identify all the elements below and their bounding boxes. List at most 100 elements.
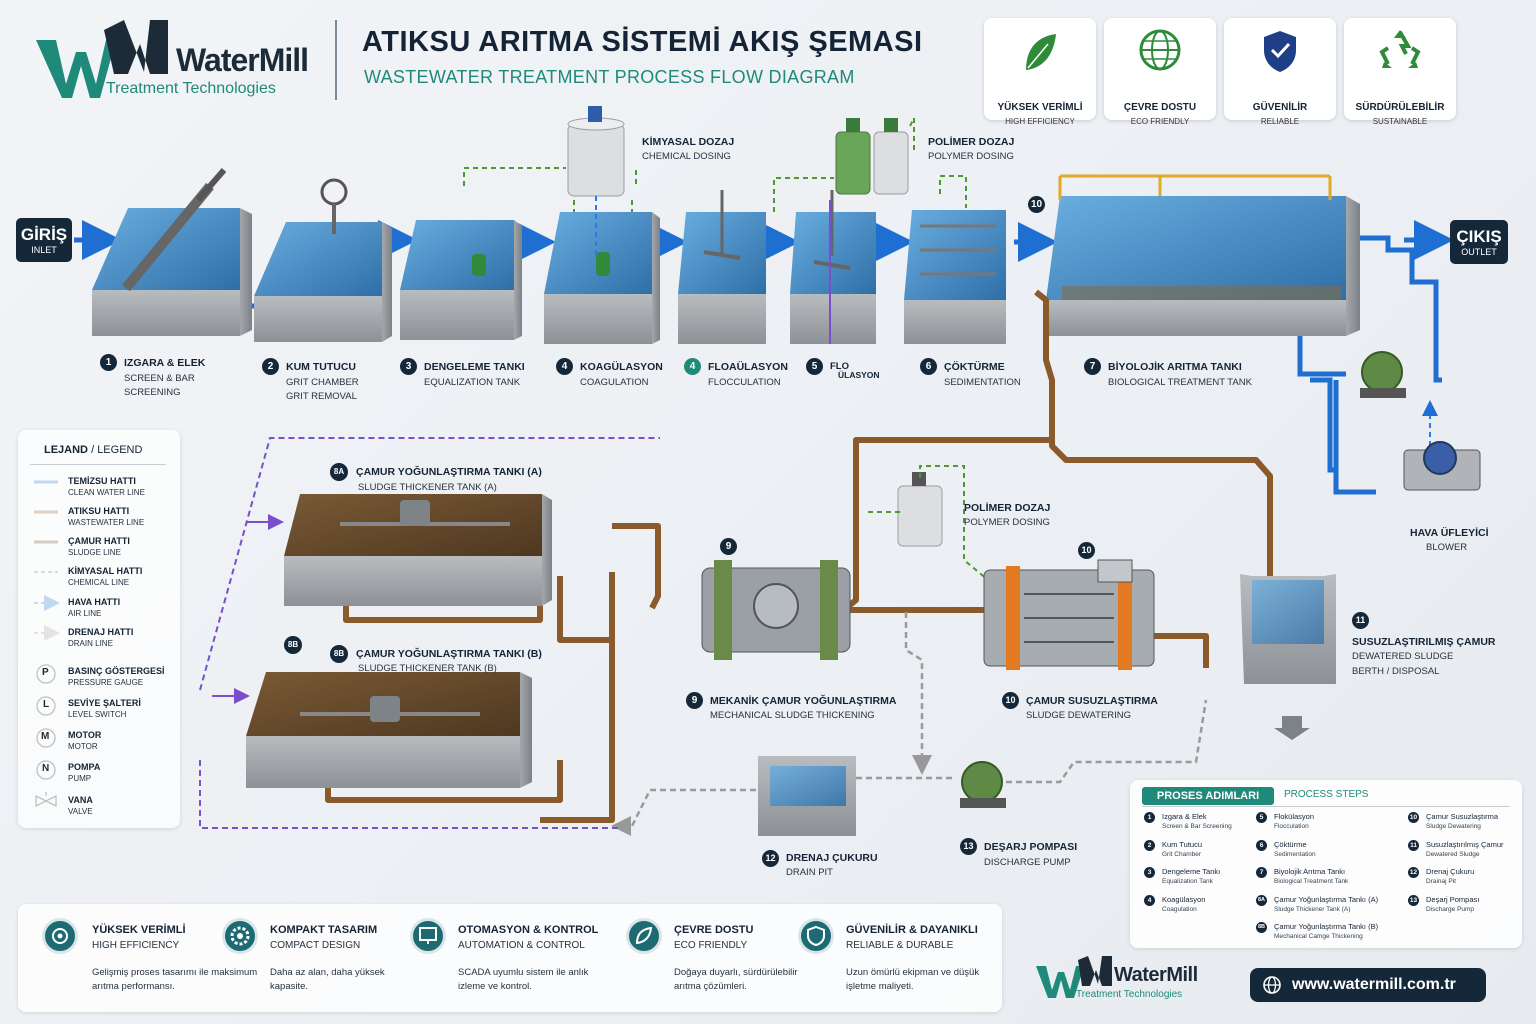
tank-flocculation-2: [790, 190, 876, 344]
legend-line-label: KİMYASAL HATTI: [68, 566, 143, 576]
tank-equalization: [400, 220, 522, 340]
step-1-sub: SCREEN & BAR: [124, 373, 195, 384]
feature-sub: HIGH EFFICIENCY: [92, 940, 180, 951]
step-8a-sub: SLUDGE THICKENER TANK (A): [358, 482, 497, 493]
step-7-number: 7: [1084, 358, 1101, 375]
ps-number: 8A: [1256, 895, 1267, 906]
legend-symbol-sub: PUMP: [68, 774, 92, 783]
ps-sub: Discharge Pump: [1426, 906, 1475, 913]
badge-reliable: GÜVENİLİR RELIABLE: [1224, 18, 1336, 126]
legend-symbol-sub: VALVE: [68, 807, 93, 816]
ps-number: 4: [1144, 895, 1155, 906]
ps-number: 2: [1144, 840, 1155, 851]
polymer-dosing-2-title: POLİMER DOZAJ: [964, 502, 1051, 514]
ps-sub: Coagulation: [1162, 906, 1197, 913]
chemical-lines: [463, 117, 1004, 593]
ps-title: Koagülasyon: [1162, 895, 1206, 904]
badge-title: SÜRDÜRÜLEBİLİR: [1355, 102, 1445, 113]
step-4-number: 4: [556, 358, 573, 375]
ps-number: 3: [1144, 867, 1155, 878]
mechanical-thickener: [701, 560, 851, 660]
legend-symbol-sub: PRESSURE GAUGE: [68, 678, 144, 687]
ps-title: Biyolojik Arıtma Tankı: [1274, 867, 1346, 876]
sludge-thickener-b: [246, 672, 532, 788]
step-5-sub: ÜLASYON: [838, 370, 880, 380]
feature-sub: ECO FRIENDLY: [674, 940, 748, 951]
footer-logo-text: WaterMill: [1114, 964, 1198, 986]
ps-title: Çamur Yoğunlaştırma Tankı (A): [1274, 895, 1379, 904]
website-link[interactable]: www.watermill.com.tr: [1292, 976, 1456, 993]
pump-icon: N: [42, 763, 50, 774]
step-7-sub: BIOLOGICAL TREATMENT TANK: [1108, 377, 1252, 388]
step-12-number: 12: [762, 850, 779, 867]
inlet-tag: GİRİŞ INLET: [16, 218, 72, 262]
level-switch-icon: L: [43, 699, 50, 710]
sludge-thickener-a: [284, 494, 552, 606]
badge-sub: SUSTAINABLE: [1372, 117, 1428, 126]
feature-desc: Uzun ömürlü ekipman ve düşük işletme mal…: [846, 967, 980, 992]
feature-desc: Gelişmiş proses tasarımı ile maksimum ar…: [92, 967, 258, 992]
legend-line-label: ATIKSU HATTI: [68, 506, 130, 516]
step-4-title: KOAGÜLASYON: [580, 361, 663, 373]
step-3-number: 3: [400, 358, 417, 375]
motor-icon: M: [41, 731, 50, 742]
ps-number: 13: [1408, 895, 1419, 906]
process-steps-title-en: PROCESS STEPS: [1284, 789, 1369, 800]
step-6-title: ÇÖKTÜRME: [944, 361, 1005, 373]
legend-symbol-label: SEVİYE ŞALTERİ: [68, 698, 141, 708]
features-panel: YÜKSEK VERİMLİ HIGH EFFICIENCY Gelişmiş …: [18, 904, 1002, 1012]
ps-title: Dengeleme Tankı: [1162, 867, 1221, 876]
ps-title: Çamur Yoğunlaştırma Tankı (B): [1274, 922, 1379, 931]
step-10-title: ÇAMUR SUSUZLAŞTIRMA: [1026, 695, 1158, 707]
step-10-number: 10: [1002, 692, 1019, 709]
step-9-title: MEKANİK ÇAMUR YOĞUNLAŞTIRMA: [710, 695, 897, 707]
outlet-sub: OUTLET: [1461, 247, 1497, 257]
ps-number: 11: [1408, 840, 1419, 851]
legend-line-sub: CLEAN WATER LINE: [68, 488, 145, 497]
legend-line-sub: CHEMICAL LINE: [68, 578, 130, 587]
drain-pit: [758, 756, 856, 836]
gear-icon: [42, 918, 78, 954]
valve-icon: [36, 794, 56, 806]
tank-screen: [92, 168, 252, 336]
footer-logo-mark: [1036, 956, 1112, 998]
outlet-tag: ÇIKIŞ OUTLET: [1450, 220, 1508, 264]
ps-sub: Sedimentation: [1274, 851, 1316, 858]
ps-sub: Dewatered Sludge: [1426, 851, 1480, 858]
ps-title: Flokülasyon: [1274, 812, 1315, 821]
ps-title: Çamur Susuzlaştırma: [1426, 812, 1499, 821]
page-subtitle: WASTEWATER TREATMENT PROCESS FLOW DIAGRA…: [364, 67, 855, 87]
badge-eco-friendly: ÇEVRE DOSTU ECO FRIENDLY: [1104, 18, 1216, 126]
feature-desc: Daha az alan, daha yüksek kapasite.: [270, 967, 385, 992]
badge-title: ÇEVRE DOSTU: [1123, 102, 1197, 113]
step-8a-title: ÇAMUR YOĞUNLAŞTIRMA TANKI (A): [356, 466, 542, 478]
ps-number: 1: [1144, 812, 1155, 823]
polymer-dosing-2-sub: POLYMER DOSING: [964, 517, 1050, 528]
step-11-number: 11: [1352, 612, 1369, 629]
inlet-sub: INLET: [31, 245, 57, 255]
step-3-sub: EQUALIZATION TANK: [424, 377, 521, 388]
website-button[interactable]: www.watermill.com.tr: [1250, 968, 1486, 1002]
step-12-title: DRENAJ ÇUKURU: [786, 852, 878, 864]
step-3-title: DENGELEME TANKI: [424, 361, 525, 373]
chemical-dosing-tank: [567, 106, 625, 197]
step-1-number: 1: [100, 354, 117, 371]
return-line: [199, 437, 660, 829]
step-11-title: SUSUZLAŞTIRILMIŞ ÇAMUR: [1352, 636, 1496, 648]
polymer-dosing-title: POLİMER DOZAJ: [928, 136, 1015, 148]
watermill-logo-mark: [36, 20, 168, 98]
feature-desc: SCADA uyumlu sistem ile anlık izleme ve …: [458, 967, 589, 992]
polymer-dosing-sub: POLYMER DOSING: [928, 151, 1014, 162]
step-13-sub: DISCHARGE PUMP: [984, 857, 1071, 868]
step-2-number: 2: [262, 358, 279, 375]
step-4b-sub: FLOCCULATION: [708, 377, 781, 388]
feature-sub: COMPACT DESIGN: [270, 940, 361, 951]
shield-icon: [1264, 31, 1296, 72]
chemical-dosing-title: KİMYASAL DOZAJ: [642, 136, 735, 148]
step-9-number: 9: [686, 692, 703, 709]
leaf-icon: [626, 918, 662, 954]
shield-icon: [798, 918, 834, 954]
tank-b-tag: 8B: [284, 636, 302, 654]
step-12-sub: DRAIN PIT: [786, 867, 833, 878]
step-8b-sub: SLUDGE THICKENER TANK (B): [358, 663, 497, 674]
